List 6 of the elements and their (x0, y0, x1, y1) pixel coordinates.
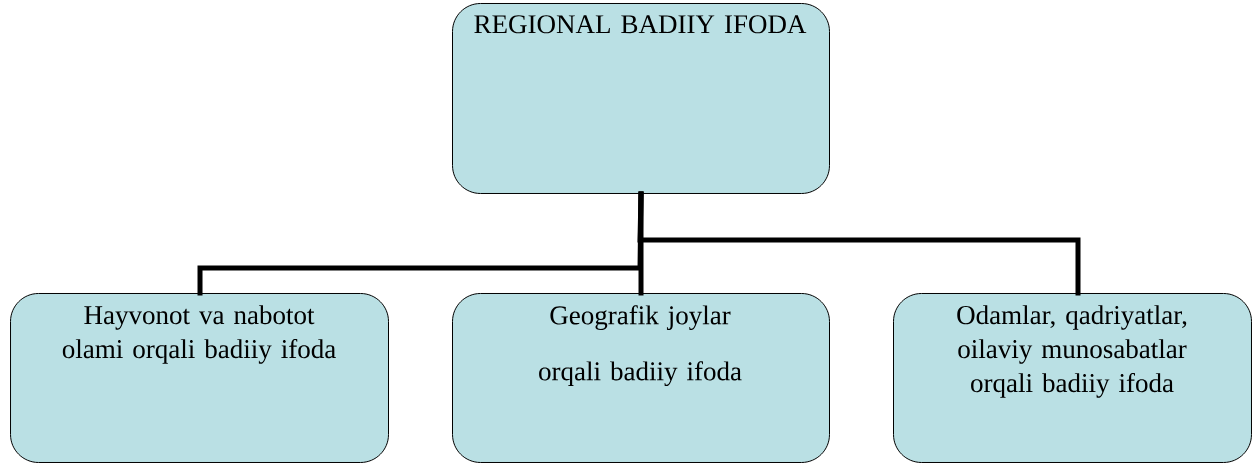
process-box: Hayvonot va nabotot olami orqali badiiy ifoda (10, 293, 389, 463)
process-box: Geografik joylar orqali badiiy ifoda (452, 293, 830, 463)
process-box: REGIONAL BADIIY IFODA (452, 3, 830, 194)
connector-line (638, 191, 644, 296)
process-box: Odamlar, qadriyatlar, oilaviy munosabatlar orqali badiiy ifoda (893, 293, 1252, 463)
connector-line (637, 191, 1081, 296)
